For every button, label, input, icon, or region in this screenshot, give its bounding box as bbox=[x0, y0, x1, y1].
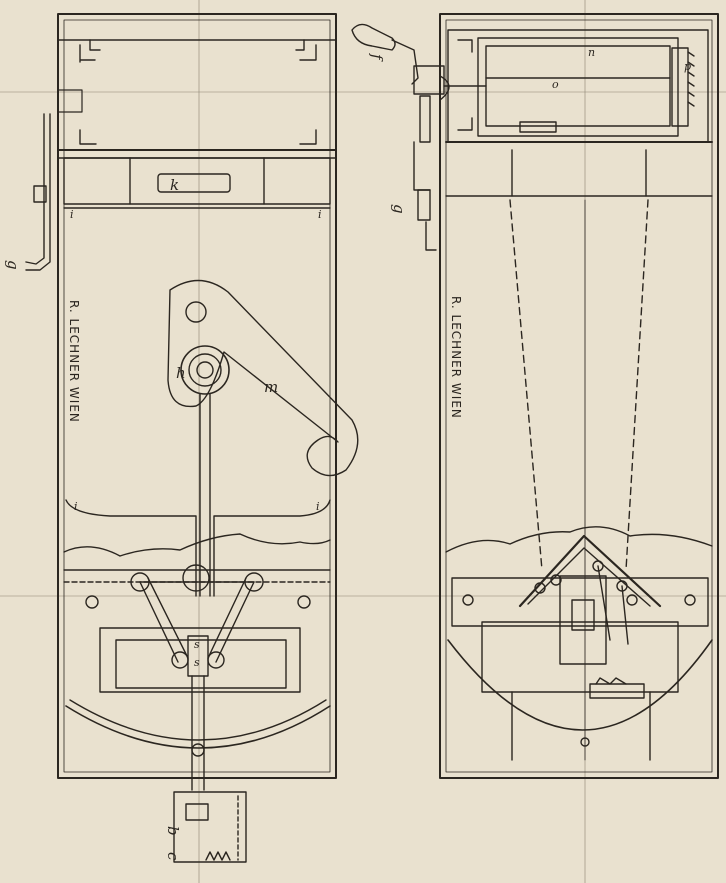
label-left-b: b bbox=[164, 826, 182, 836]
viewing-slot bbox=[157, 173, 231, 193]
left-side-bracket bbox=[57, 89, 83, 113]
slide-block bbox=[187, 635, 209, 677]
right-housing-outline bbox=[439, 13, 719, 779]
label-left-c: c bbox=[164, 852, 182, 861]
left-maker-mark: R. LECHNER WIEN bbox=[67, 300, 81, 423]
left-arc-base bbox=[65, 705, 331, 749]
label-left-m: m bbox=[264, 378, 278, 396]
latch-housing bbox=[173, 791, 247, 863]
label-left-s-upper: s bbox=[194, 638, 200, 651]
label-left-g: g bbox=[4, 260, 22, 270]
label-left-i-br: i bbox=[316, 500, 320, 513]
left-housing-outline bbox=[57, 13, 337, 779]
pivot-hub bbox=[180, 345, 230, 395]
pivot-upper bbox=[185, 301, 207, 323]
label-right-f: f bbox=[368, 53, 386, 62]
right-break-line bbox=[445, 526, 713, 553]
label-left-h: h bbox=[176, 364, 186, 382]
lever-m bbox=[167, 279, 359, 477]
label-right-p: p bbox=[684, 60, 691, 73]
right-arc-base bbox=[447, 639, 713, 731]
roller-box bbox=[447, 29, 709, 143]
right-view bbox=[351, 13, 719, 779]
label-right-n: n bbox=[588, 46, 595, 59]
label-left-k: k bbox=[170, 176, 179, 194]
left-break-line bbox=[63, 533, 331, 557]
right-maker-mark: R. LECHNER WIEN bbox=[449, 296, 463, 419]
crank-handle-f bbox=[351, 23, 396, 51]
gear-p bbox=[671, 47, 689, 127]
label-right-o: o bbox=[552, 78, 559, 91]
label-left-i-bl: i bbox=[74, 500, 78, 513]
label-left-i-tl: i bbox=[70, 208, 74, 221]
label-left-i-tr: i bbox=[318, 208, 322, 221]
label-left-s-lower: s bbox=[194, 656, 200, 669]
toggle-pivot-center bbox=[182, 564, 210, 592]
left-view bbox=[25, 13, 359, 863]
label-right-g: g bbox=[390, 204, 408, 214]
